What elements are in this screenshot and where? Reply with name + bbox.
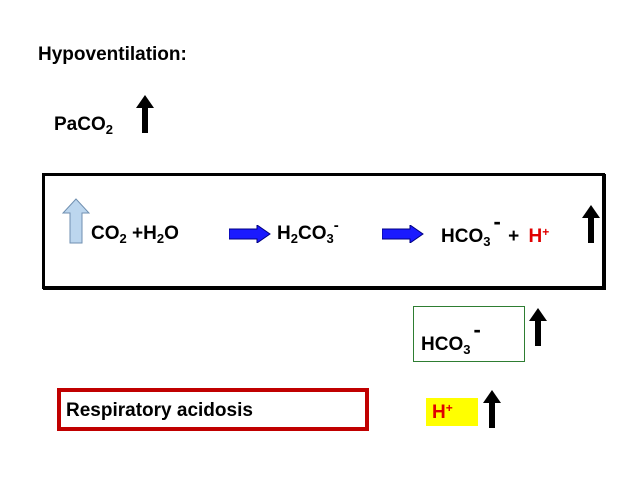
hco3-sub: 3 — [483, 234, 491, 249]
hplus-base: H — [528, 226, 543, 247]
h2o-sub: 2 — [156, 231, 165, 246]
hco3-sup: - — [493, 209, 501, 234]
page-title: Hypoventilation: — [38, 44, 187, 65]
paco2-label: PaCO2 — [54, 114, 113, 137]
respiratory-acidosis-box — [57, 388, 369, 431]
hco3-box-sup: - — [473, 317, 481, 342]
respiratory-acidosis-label: Respiratory acidosis — [66, 400, 253, 421]
h2co3-sup: - — [333, 217, 339, 234]
hco3-box — [413, 306, 525, 362]
hplus-box-up-arrow-icon — [483, 390, 501, 428]
hco3-base: HCO — [441, 226, 484, 247]
h2o-o: O — [164, 223, 179, 244]
hplus-highlight-box — [426, 398, 478, 426]
hplus-box-label: H+ — [432, 401, 453, 423]
paco2-base: PaCO — [54, 114, 106, 135]
hco3-box-sub: 3 — [463, 342, 471, 357]
paco2-sub: 2 — [105, 122, 113, 137]
h2co3-sub1: 2 — [290, 231, 298, 246]
hplus-box-base: H — [432, 402, 446, 423]
hplus-sup: + — [542, 225, 550, 239]
co2-increase-arrow-icon — [62, 198, 90, 244]
reaction-arrow-1-icon — [229, 225, 271, 243]
hco3-box-label: HCO3- — [421, 319, 481, 357]
hco3-up-arrow-icon — [529, 308, 547, 346]
carbonic-acid: H2CO3- — [277, 218, 339, 246]
hco3-box-base: HCO — [421, 334, 464, 355]
reactant-co2-h2o: CO2 +H2O — [91, 223, 179, 246]
reaction-arrow-2-icon — [382, 225, 424, 243]
plus-sign-2: + — [508, 226, 520, 247]
h2co3-sub2: 3 — [326, 231, 334, 246]
co2-base: CO — [91, 223, 120, 244]
bicarbonate-plus-hydrogen: HCO3- + H+ — [441, 211, 550, 249]
co2-sub: 2 — [119, 231, 127, 246]
h2o-h: H — [143, 223, 157, 244]
paco2-up-arrow-icon — [136, 95, 154, 133]
plus-sign: + — [132, 223, 144, 244]
hplus-box-sup: + — [445, 401, 453, 415]
hplus-up-arrow-icon — [582, 205, 600, 243]
h2co3-h: H — [277, 223, 291, 244]
h2co3-co: CO — [297, 223, 327, 244]
reaction-box — [42, 173, 605, 289]
